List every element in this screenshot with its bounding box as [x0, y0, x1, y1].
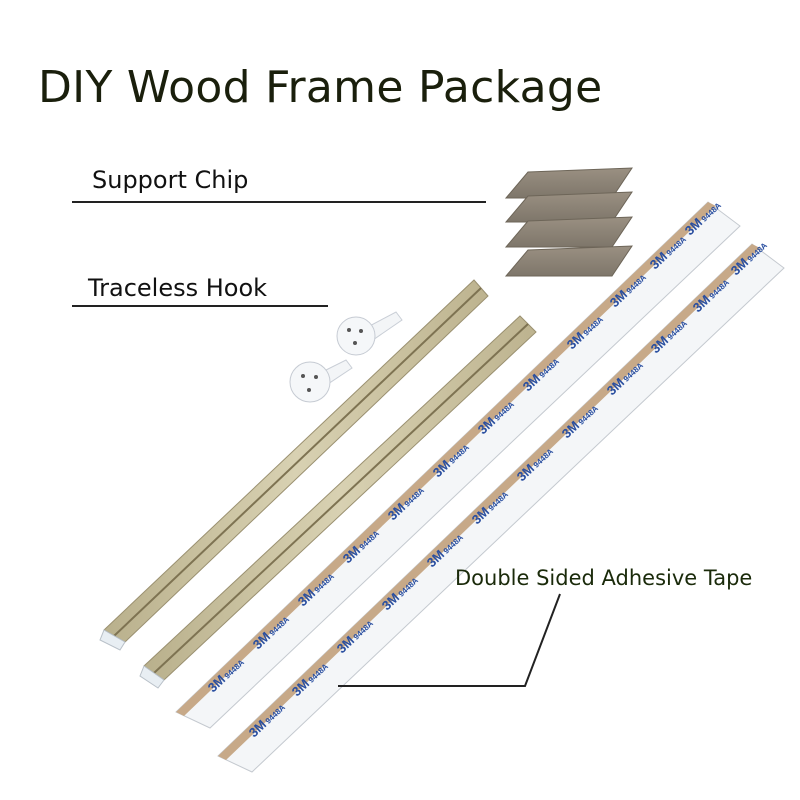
package-title: DIY Wood Frame Package	[38, 62, 603, 113]
adhesive-tape-strip	[217, 243, 785, 773]
traceless-hook-label: Traceless Hook	[88, 274, 268, 302]
tape-label: Double Sided Adhesive Tape	[455, 566, 753, 590]
wood-bar	[99, 279, 489, 651]
wood-bars	[99, 279, 537, 689]
traceless-hook	[336, 311, 403, 356]
tape-leader-line	[338, 593, 561, 687]
support-chip	[504, 245, 633, 277]
support-chip-label: Support Chip	[92, 166, 249, 194]
support-chip-leader-line	[72, 201, 486, 203]
wood-bar	[139, 315, 537, 689]
traceless-hooks	[289, 311, 403, 403]
adhesive-tape-strip	[175, 201, 741, 729]
traceless-hook	[289, 359, 353, 403]
traceless-hook-leader-line	[72, 305, 328, 307]
support-chips	[504, 167, 633, 277]
